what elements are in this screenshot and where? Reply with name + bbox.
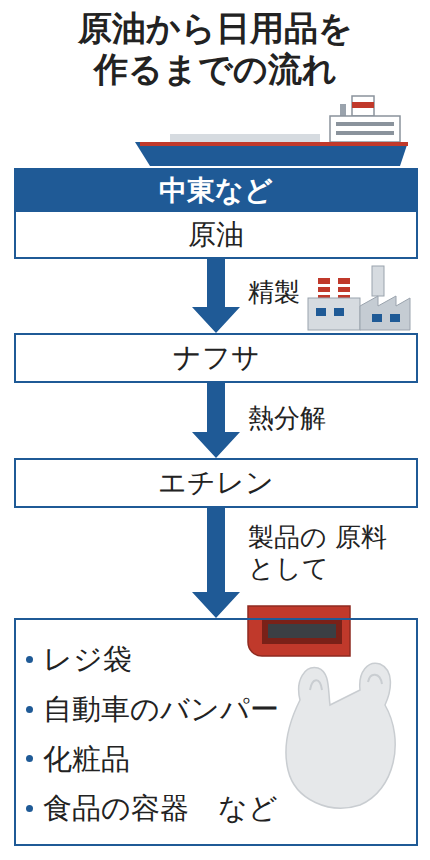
product-list-box: レジ袋自動車のバンパー化粧品食品の容器 など (14, 618, 418, 846)
flow-arrow (192, 383, 240, 458)
material-name: ナフサ (16, 335, 416, 381)
list-item: 食品の容器 など (26, 791, 416, 826)
tanker-ship (135, 96, 408, 166)
bullet-dot (26, 755, 33, 762)
process-box: ナフサ (14, 333, 418, 383)
process-box: 中東など原油 (14, 168, 418, 259)
flow-arrow (192, 259, 240, 333)
product-name: 自動車のバンパー (43, 692, 279, 727)
list-item: レジ袋 (26, 642, 416, 677)
step-label: 製品の 原料として (248, 522, 398, 584)
bullet-dot (26, 805, 33, 812)
car-bumper (248, 606, 350, 656)
list-item: 自動車のバンパー (26, 692, 416, 727)
refinery-factory (308, 266, 410, 330)
region-header: 中東など (16, 170, 416, 212)
bullet-dot (26, 656, 33, 663)
bullet-dot (26, 706, 33, 713)
material-name: エチレン (16, 460, 416, 506)
product-name: レジ袋 (43, 642, 132, 677)
step-label: 熱分解 (248, 403, 326, 434)
diagram-title: 原油から日用品を 作るまでの流れ (70, 8, 360, 90)
product-name: 化粧品 (43, 742, 130, 777)
step-label: 精製 (248, 277, 300, 308)
product-name: 食品の容器 など (43, 791, 278, 826)
plastic-bag (286, 663, 395, 808)
flow-arrow (192, 508, 240, 618)
list-item: 化粧品 (26, 742, 416, 777)
process-box: エチレン (14, 458, 418, 508)
material-name: 原油 (16, 212, 416, 258)
